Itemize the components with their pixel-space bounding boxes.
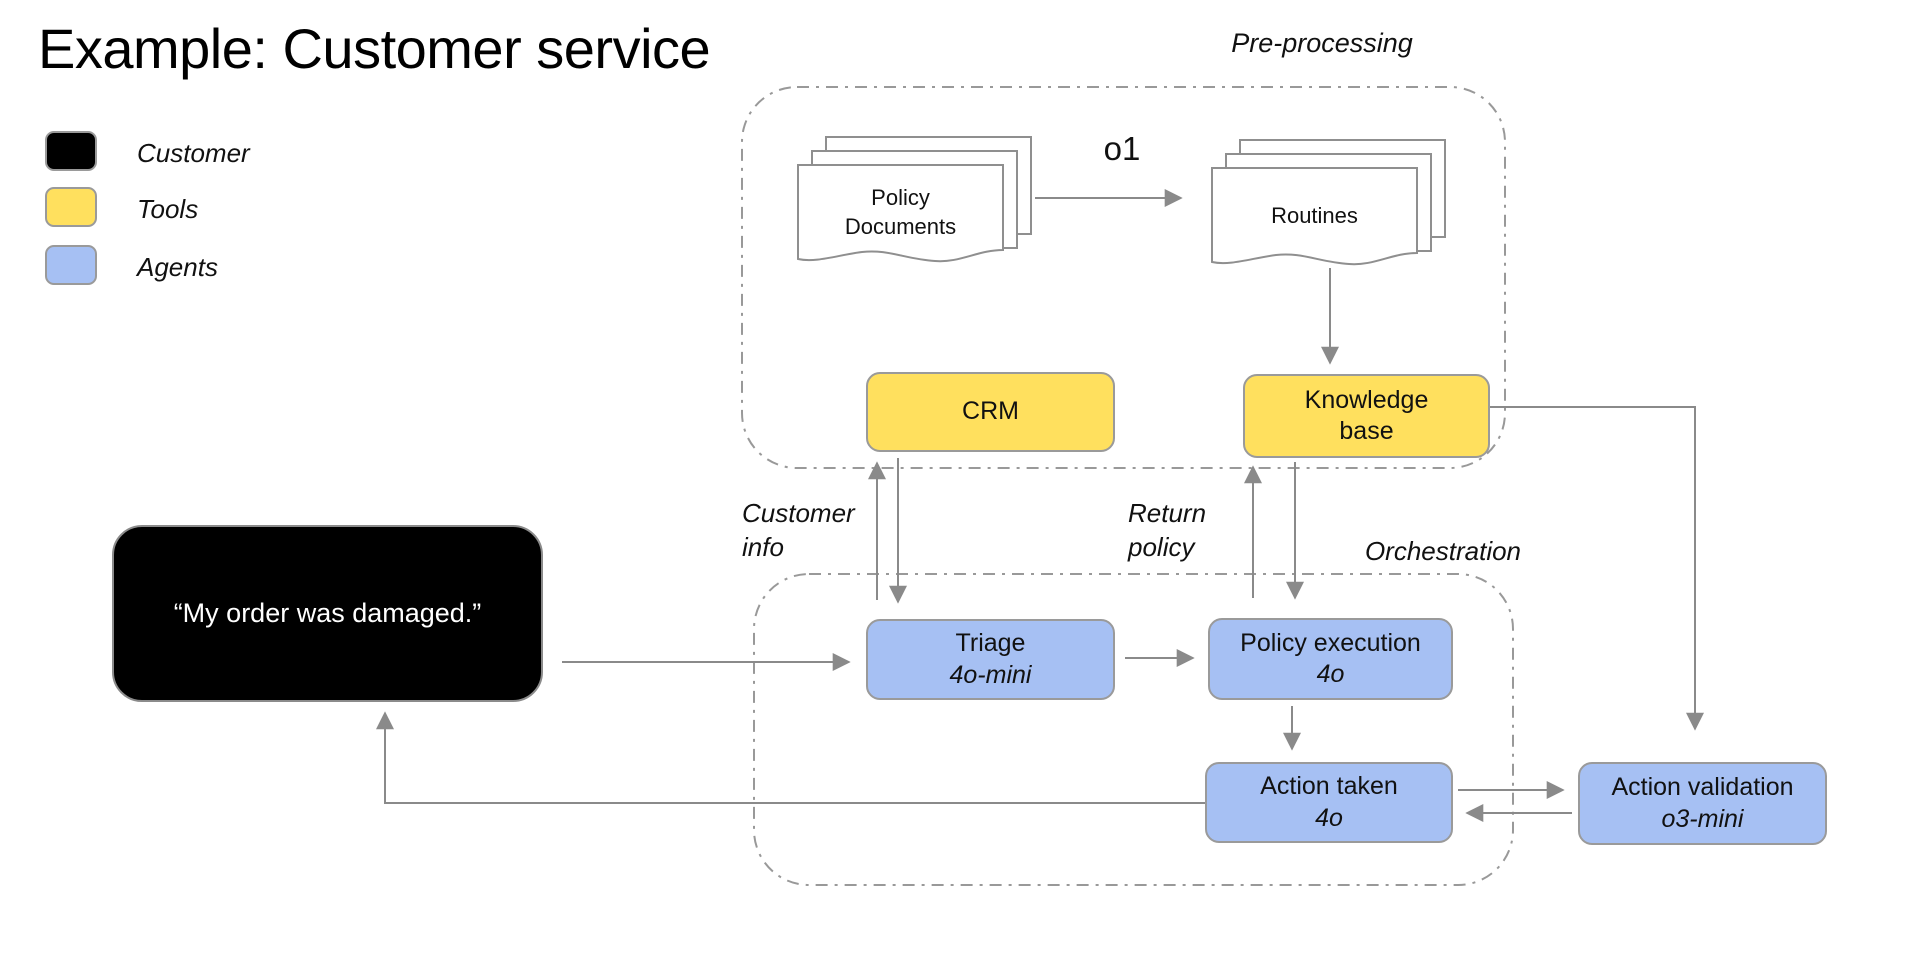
routines-icon [1211,139,1446,266]
action-taken-label: Action taken [1260,772,1398,800]
knowledge-base-label: Knowledge base [1304,385,1429,446]
customer-quote-text: “My order was damaged.” [173,598,482,628]
preprocessing-region-border [741,86,1506,469]
action-validation-agent-node: Action validation o3-mini [1578,762,1827,845]
legend-swatch-customer [45,131,97,171]
legend-label-agents: Agents [137,252,218,282]
action-validation-label: Action validation [1611,773,1794,801]
customer-quote-box: “My order was damaged.” [112,525,543,702]
triage-agent-node: Triage 4o-mini [866,619,1115,700]
page-title: Example: Customer service [38,17,711,80]
policy-documents-label: Policy Documents [844,185,957,239]
action-validation-model: o3-mini [1661,804,1744,833]
triage-label: Triage [955,629,1026,657]
preprocessing-region-label: Pre-processing [1231,28,1413,58]
crm-node: CRM [866,372,1115,452]
legend-label-customer: Customer [137,138,250,168]
routines-label: Routines [1271,203,1358,228]
policy-execution-model: 4o [1316,660,1345,688]
policy-execution-label: Policy execution [1240,628,1421,657]
orchestration-region-label: Orchestration [1364,536,1522,566]
policy-documents-icon [797,136,1032,263]
knowledge-base-node: Knowledge base [1243,374,1490,458]
triage-model: 4o-mini [949,660,1032,689]
arrow-knowledge-base-to-action-validation [1490,406,1704,731]
orchestration-region-border [753,573,1514,886]
legend-swatch-tools [45,187,97,227]
action-taken-model: 4o [1315,803,1343,832]
legend-swatch-agents [45,245,97,285]
crm-label: CRM [962,397,1019,426]
action-taken-agent-node: Action taken 4o [1205,762,1453,843]
o1-model-label: o1 [1103,130,1141,167]
arrow-action-taken-to-customer [376,711,1205,804]
return-policy-flow-label: Return policy [1128,498,1207,563]
legend-label-tools: Tools [137,194,199,224]
policy-execution-agent-node: Policy execution 4o [1208,618,1453,700]
customer-info-flow-label: Customer info [742,498,855,563]
